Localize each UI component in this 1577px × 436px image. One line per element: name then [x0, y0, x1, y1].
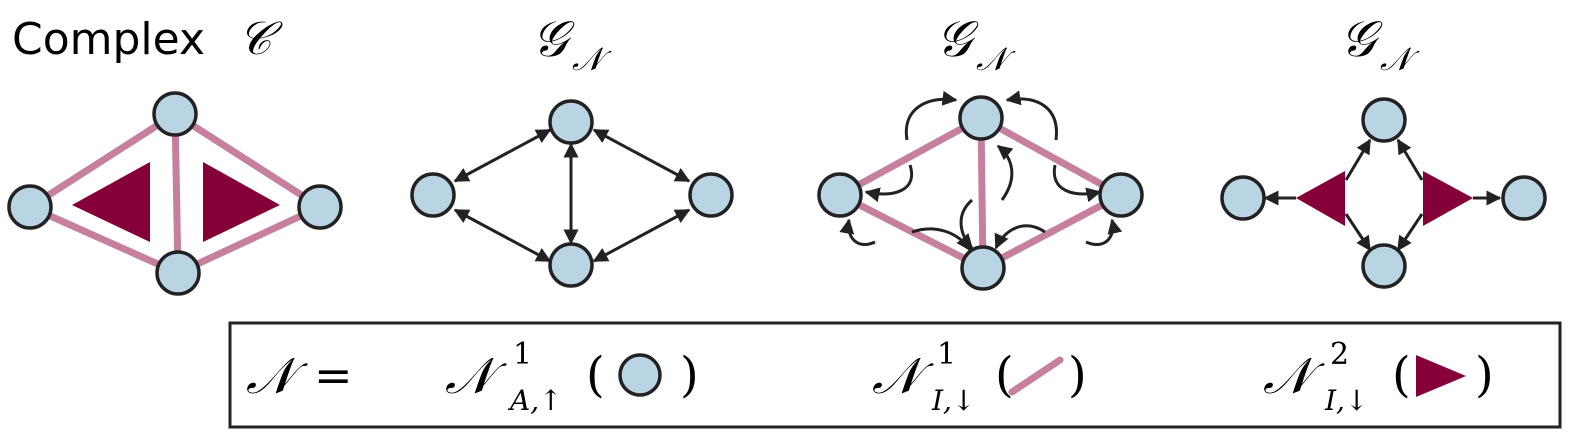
adjacency-node [688, 172, 734, 218]
legend-edge-glyph [1008, 356, 1064, 396]
complex-edge [26, 110, 179, 211]
complex-edges [26, 110, 324, 277]
legend-equals: = [314, 348, 353, 402]
faces-node [1361, 97, 1407, 143]
adjacency-arrows [453, 128, 691, 263]
legend-term-sup: 1 [513, 337, 532, 372]
adjacency-arrow [592, 128, 691, 183]
complex-node [7, 184, 53, 230]
incidence-node [960, 245, 1006, 291]
faces-arrow [1396, 213, 1424, 252]
incidence-edge [977, 114, 1125, 199]
legend-term-close: ) [680, 347, 699, 403]
faces-arrow [1344, 138, 1372, 181]
complex-edge [26, 203, 182, 277]
legend-term-face-incidence: 𝒩 2 I,↓ ( ) [1263, 337, 1494, 417]
incidence-edge [836, 114, 985, 199]
panel-graph-incidence-edges-title: 𝒢 [936, 10, 979, 68]
legend-term-sub: I,↓ [931, 384, 975, 417]
legend-term-open: ( [995, 347, 1014, 403]
incidence-edge [977, 114, 987, 272]
legend-term-sub: A,↑ [507, 384, 563, 417]
faces-triangle-right [1423, 171, 1473, 226]
incidence-edge [979, 191, 1125, 272]
incidence-arrow [1085, 218, 1123, 246]
panel-graph-incidence-faces: 𝒢 𝒩 [1220, 10, 1547, 289]
incidence-arrow [864, 164, 914, 203]
legend-term-node-adjacency: 𝒩 1 A,↑ ( ) [445, 337, 699, 417]
incidence-arrow [994, 224, 1046, 250]
legend-term-open: ( [1392, 347, 1411, 403]
complex-nodes [7, 91, 343, 296]
panel-complex: Complex 𝒞 [7, 11, 343, 296]
incidence-arrow [996, 144, 1014, 201]
incidence-node [958, 95, 1004, 141]
adjacency-arrow [592, 208, 691, 263]
complex-edge [171, 110, 324, 211]
faces-node [1361, 243, 1407, 289]
legend-term-sup: 1 [937, 337, 956, 372]
faces-arrows [1263, 138, 1502, 252]
incidence-arrow [1005, 90, 1058, 141]
faces-arrow [1344, 213, 1372, 252]
incidence-arrow [1052, 164, 1102, 203]
legend-term-sub: I,↓ [1324, 384, 1368, 417]
incidence-edges [836, 114, 1125, 272]
complex-face-right [203, 162, 280, 242]
legend-node-glyph [618, 353, 662, 397]
adjacency-node [410, 172, 456, 218]
complex-node [297, 184, 343, 230]
complex-edge [174, 203, 324, 277]
complex-node [152, 91, 198, 137]
faces-arrow [1396, 138, 1424, 181]
incidence-arrow [904, 90, 958, 141]
incidence-node [817, 172, 863, 218]
faces-node [1220, 175, 1266, 221]
adjacency-nodes [410, 99, 734, 288]
panel-graph-adjacency: 𝒢 𝒩 [410, 10, 734, 288]
complex-node [155, 250, 201, 296]
panel-graph-incidence-edges: 𝒢 𝒩 [817, 10, 1144, 291]
panel-complex-title-prefix: Complex [12, 14, 205, 65]
complex-edge [171, 110, 182, 277]
legend-box [228, 321, 1562, 429]
legend-face-glyph [1416, 355, 1466, 397]
adjacency-node [548, 99, 594, 145]
legend-term-sup: 2 [1330, 337, 1349, 372]
incidence-edge [836, 191, 987, 272]
adjacency-arrow [453, 128, 552, 183]
legend-term-close: ) [1068, 347, 1087, 403]
faces-triangle-left [1296, 171, 1345, 226]
faces-node [1501, 175, 1547, 221]
incidence-arrow [911, 227, 972, 252]
panel-graph-incidence-faces-title: 𝒢 [1340, 10, 1383, 68]
incidence-node [1098, 172, 1144, 218]
legend-term-open: ( [586, 347, 605, 403]
panel-complex-title-symbol: 𝒞 [238, 11, 283, 65]
adjacency-node [548, 242, 594, 288]
panel-graph-adjacency-title-sub: 𝒩 [572, 40, 612, 78]
panel-graph-incidence-edges-title-sub: 𝒩 [976, 40, 1016, 78]
incidence-arrow [839, 218, 876, 246]
incidence-arrows [839, 90, 1123, 252]
panel-graph-incidence-faces-title-sub: 𝒩 [1380, 40, 1420, 78]
legend-term-close: ) [1475, 347, 1494, 403]
complex-face-left [72, 162, 150, 242]
faces-nodes [1220, 97, 1547, 289]
panel-graph-adjacency-title: 𝒢 [532, 10, 575, 68]
incidence-nodes [817, 95, 1144, 291]
adjacency-arrow [453, 208, 552, 263]
legend: 𝒩 = 𝒩 1 A,↑ ( ) 𝒩 1 I,↓ ( ) 𝒩 2 I,↓ ( [228, 321, 1562, 429]
